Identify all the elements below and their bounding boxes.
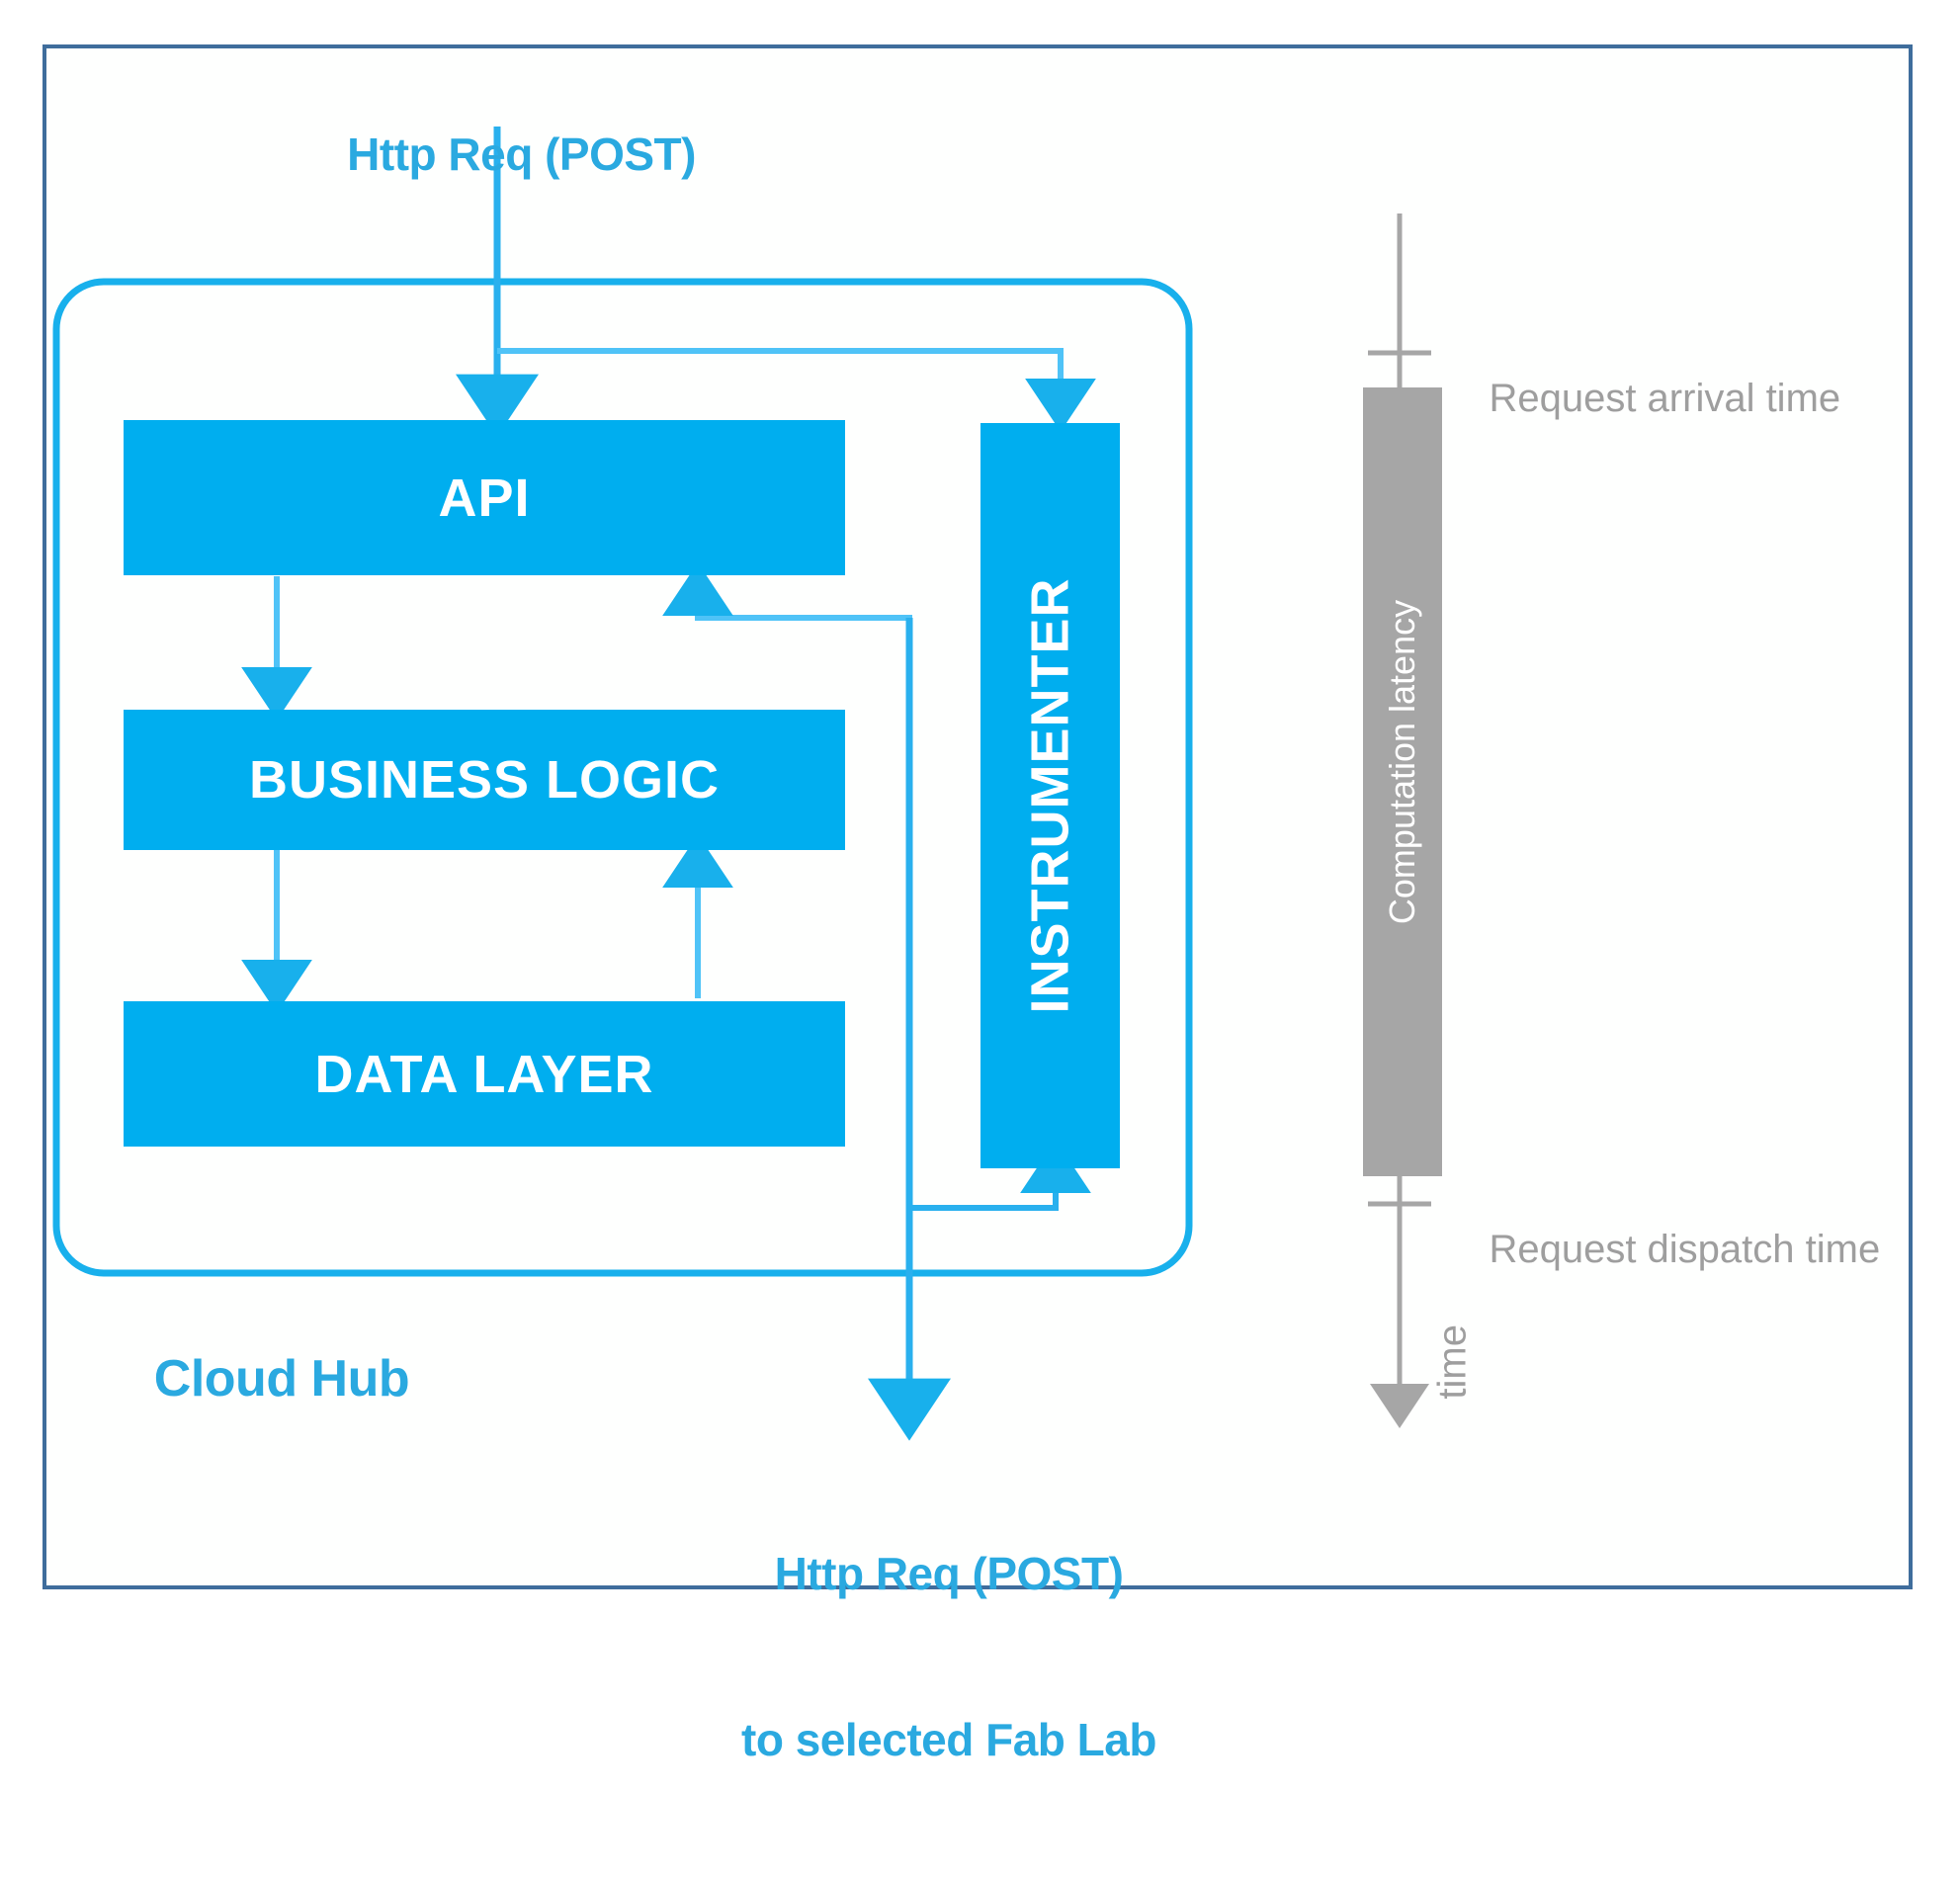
request-arrival-time-label: Request arrival time xyxy=(1489,377,1841,420)
box-instrumenter[interactable]: INSTRUMENTER xyxy=(980,423,1120,1168)
dispatch-to-instrumenter-branch xyxy=(909,1140,1091,1211)
cloud-hub-container xyxy=(52,278,1193,1277)
bottom-caption-line-1: Http Req (POST) xyxy=(774,1548,1124,1599)
box-instrumenter-label: INSTRUMENTER xyxy=(1020,577,1080,1014)
diagram-canvas: API BUSINESS LOGIC DATA LAYER INSTRUMENT… xyxy=(43,44,1913,1765)
time-axis-label: time xyxy=(1430,1323,1475,1400)
box-data-layer[interactable]: DATA LAYER xyxy=(124,1001,845,1147)
computation-latency-label: Computation latency xyxy=(1382,599,1422,925)
box-api-label: API xyxy=(438,468,531,528)
http-request-top-label: Http Req (POST) xyxy=(347,128,696,180)
http-request-bottom-caption: Http Req (POST) to selected Fab Lab xyxy=(741,1435,1156,1878)
box-data-layer-label: DATA LAYER xyxy=(314,1044,654,1104)
request-dispatch-time-label: Request dispatch time xyxy=(1489,1228,1881,1271)
bottom-caption-line-2: to selected Fab Lab xyxy=(741,1714,1156,1765)
box-api[interactable]: API xyxy=(124,420,845,575)
box-business-logic[interactable]: BUSINESS LOGIC xyxy=(124,710,845,850)
box-business-logic-label: BUSINESS LOGIC xyxy=(248,750,721,810)
cloud-hub-label: Cloud Hub xyxy=(153,1350,410,1408)
request-to-instrumenter-branch xyxy=(497,348,1096,432)
computation-latency-bar xyxy=(1363,387,1442,1176)
connector-layer xyxy=(52,127,1442,1441)
